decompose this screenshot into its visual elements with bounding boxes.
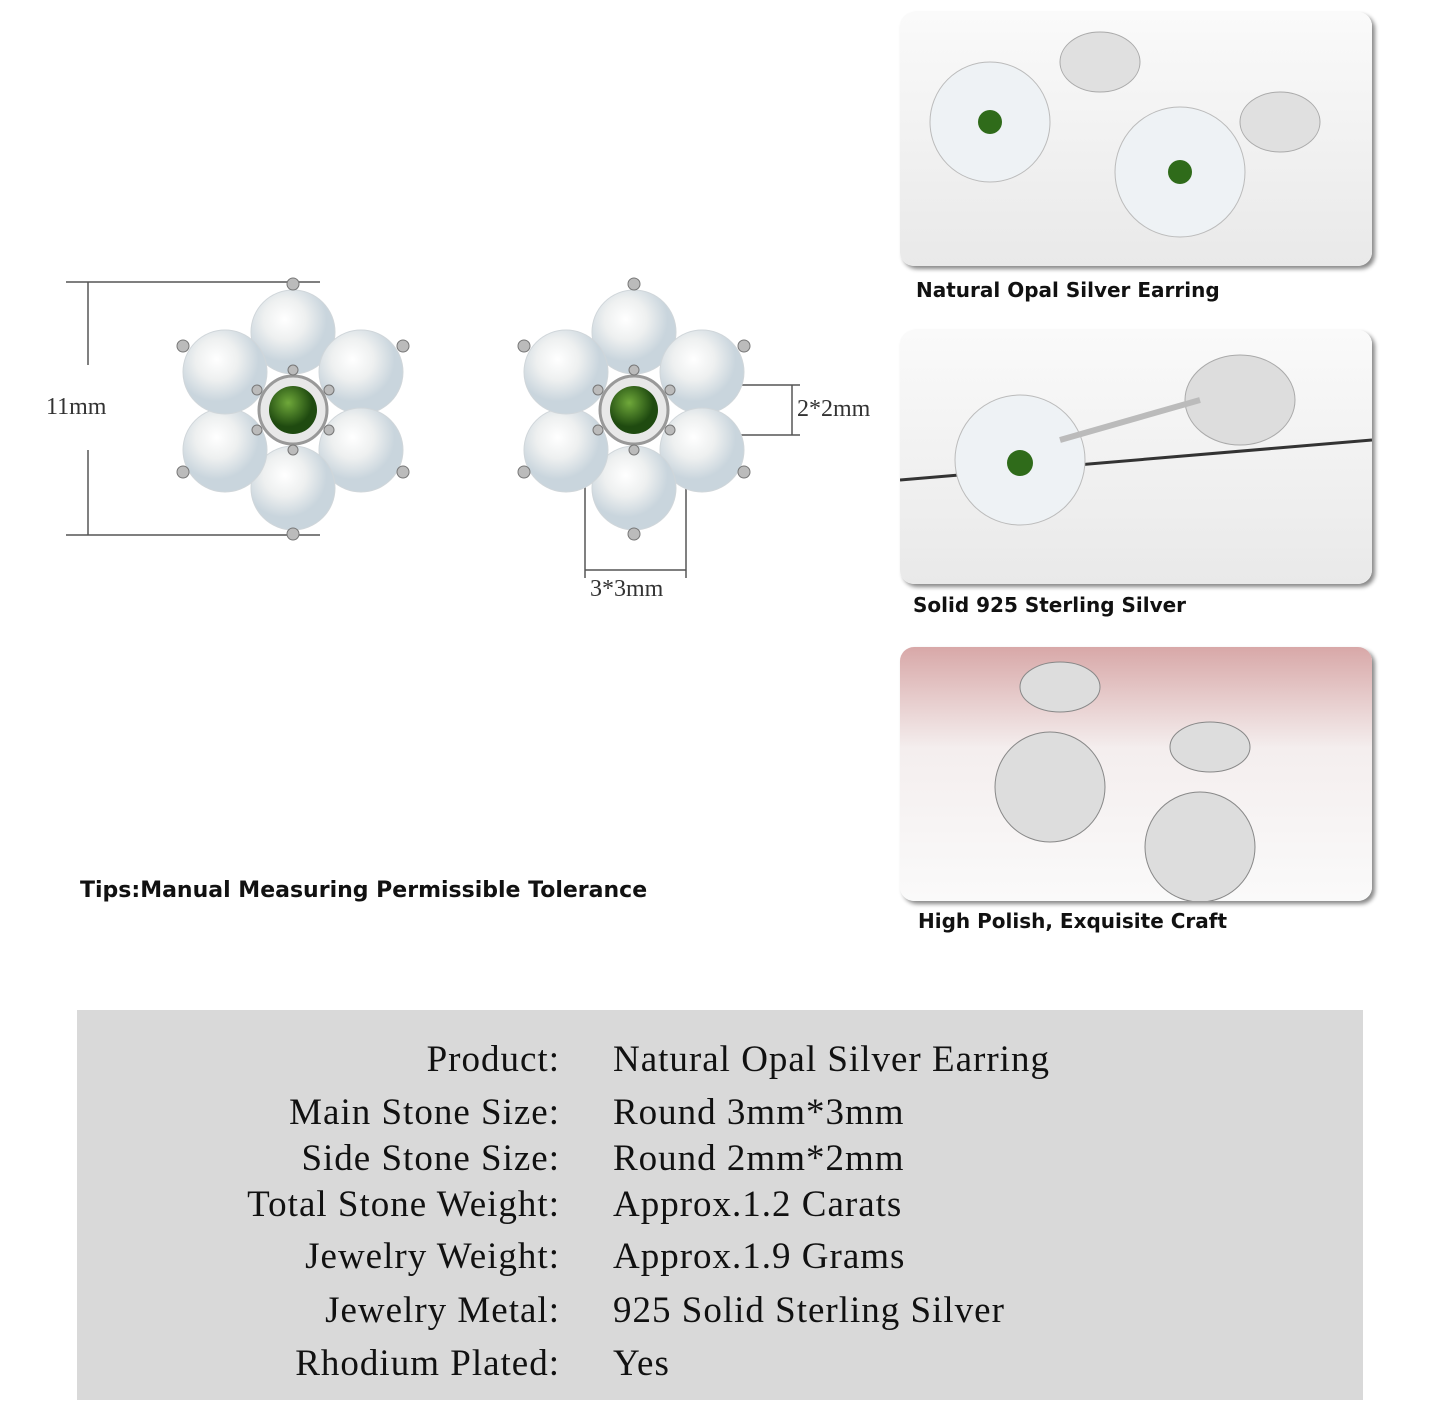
spec-label: Jewelry Metal: bbox=[325, 1290, 560, 1331]
earring-right-image bbox=[516, 276, 752, 542]
spec-label: Total Stone Weight: bbox=[247, 1184, 560, 1225]
panel-caption: High Polish, Exquisite Craft bbox=[918, 909, 1228, 933]
spec-value: Natural Opal Silver Earring bbox=[613, 1039, 1050, 1080]
spec-label: Rhodium Plated: bbox=[295, 1343, 560, 1384]
spec-value: 925 Solid Sterling Silver bbox=[613, 1290, 1005, 1331]
panel-caption: Solid 925 Sterling Silver bbox=[913, 593, 1187, 617]
spec-value: Yes bbox=[613, 1343, 670, 1384]
spec-label: Jewelry Weight: bbox=[305, 1236, 560, 1277]
spec-value: Round 3mm*3mm bbox=[613, 1092, 905, 1133]
specification-table: Product: Natural Opal Silver Earring Main… bbox=[77, 1010, 1363, 1400]
panel-caption: Natural Opal Silver Earring bbox=[916, 278, 1220, 302]
spec-value: Approx.1.9 Grams bbox=[613, 1236, 906, 1277]
spec-label: Main Stone Size: bbox=[289, 1092, 560, 1133]
spec-label: Side Stone Size: bbox=[301, 1138, 560, 1179]
spec-value: Round 2mm*2mm bbox=[613, 1138, 905, 1179]
product-photo-side bbox=[900, 330, 1372, 584]
spec-value: Approx.1.2 Carats bbox=[613, 1184, 903, 1225]
earring-dimension-diagram bbox=[66, 276, 800, 578]
earring-left-image bbox=[175, 276, 411, 542]
product-photo-back bbox=[900, 647, 1372, 901]
spec-label: Product: bbox=[426, 1039, 560, 1080]
height-dimension-label: 11mm bbox=[46, 394, 107, 420]
main-stone-dimension-label: 3*3mm bbox=[590, 576, 664, 602]
side-stone-dimension-label: 2*2mm bbox=[797, 396, 871, 422]
product-photo-pair bbox=[900, 12, 1372, 266]
tips-text: Tips:Manual Measuring Permissible Tolera… bbox=[80, 878, 648, 903]
